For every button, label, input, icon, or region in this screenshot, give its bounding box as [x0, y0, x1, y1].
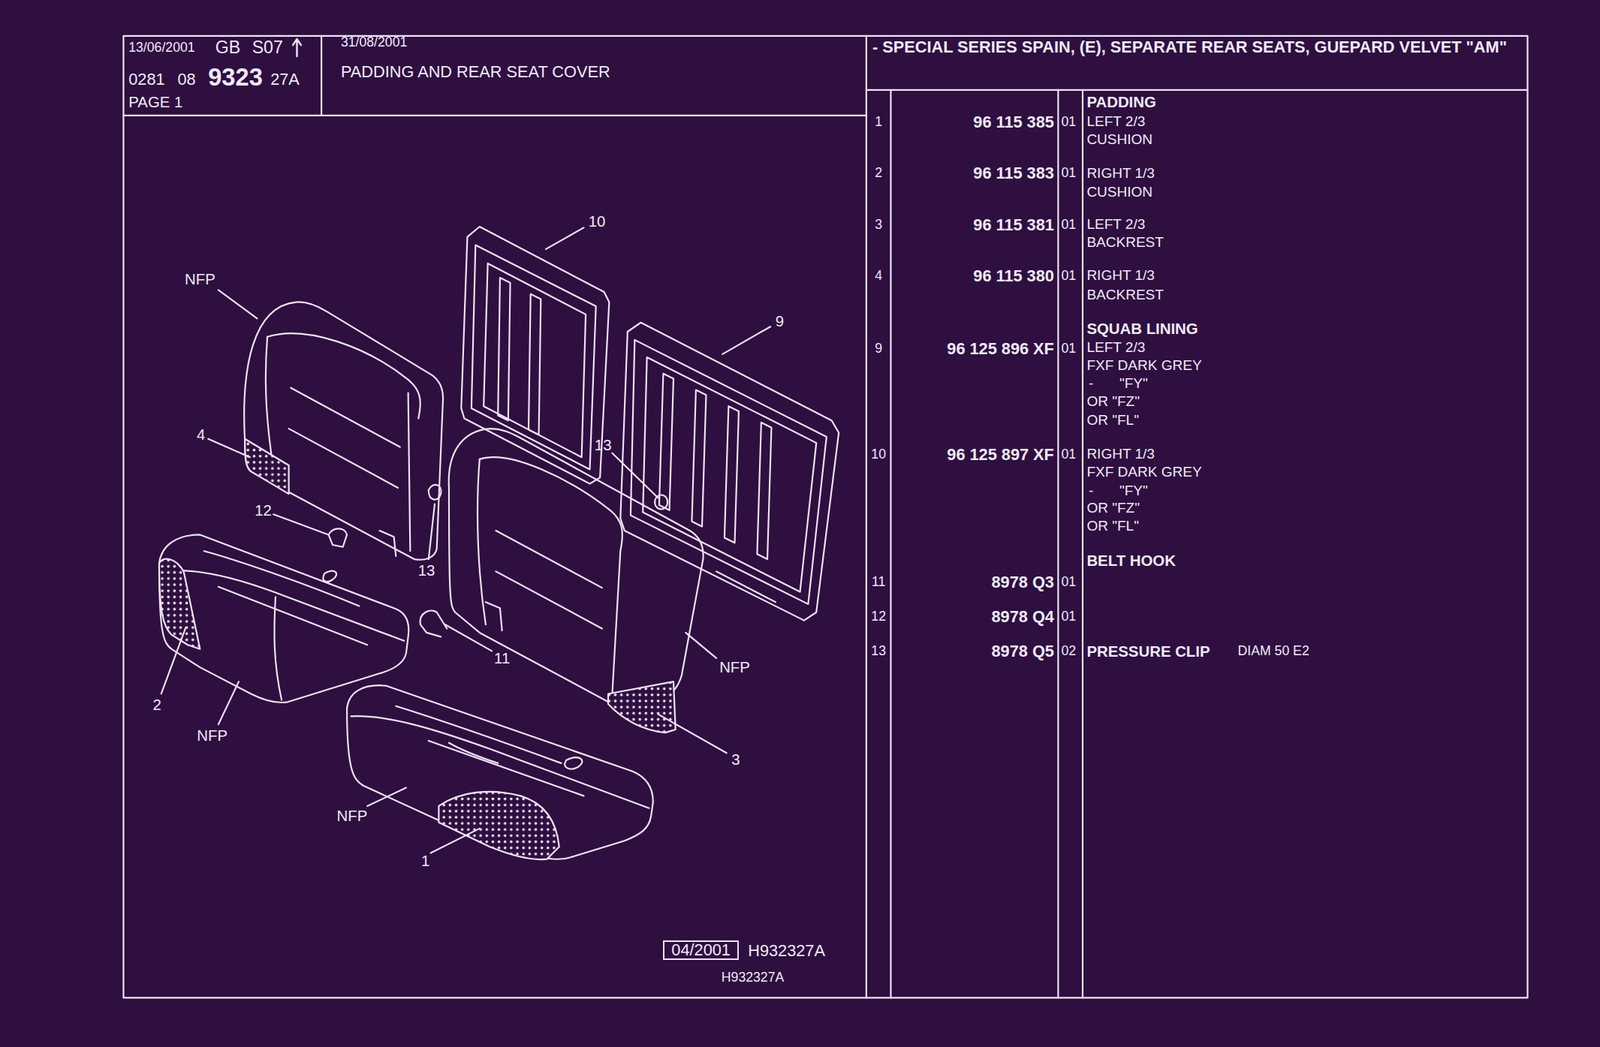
table-cell: 01 — [1060, 166, 1076, 181]
header-text: PAGE 1 — [128, 94, 183, 110]
table-cell: 4 — [874, 269, 883, 284]
table-cell: BACKREST — [1086, 235, 1164, 251]
table-cell: - — [1088, 376, 1094, 391]
table-cell: PRESSURE CLIP — [1086, 644, 1210, 660]
table-cell: "FY" — [1119, 483, 1149, 498]
page-frame — [123, 36, 1528, 999]
table-cell: FXF DARK GREY — [1086, 465, 1202, 480]
callout-label: 3 — [731, 752, 740, 768]
table-cell: 3 — [874, 219, 883, 233]
table-cell: PADDING — [1086, 94, 1156, 110]
table-cell: 9 — [874, 342, 883, 356]
callout-label: 12 — [254, 502, 272, 518]
table-cell: 96 125 896 XF — [946, 340, 1055, 358]
table-cell: OR "FZ" — [1086, 394, 1140, 410]
table-cell: 96 115 381 — [973, 216, 1055, 234]
table-cell: RIGHT 1/3 — [1086, 446, 1155, 462]
callout-label: NFP — [719, 659, 751, 675]
callout-label: 9 — [775, 313, 784, 329]
table-cell: 96 115 383 — [973, 165, 1055, 182]
table-cell: 01 — [1060, 115, 1076, 130]
table-cell: 10 — [870, 448, 886, 462]
table-cell: 01 — [1060, 342, 1076, 356]
header-text: 08 — [177, 71, 196, 88]
table-cell: 11 — [871, 575, 886, 590]
header-text: PADDING AND REAR SEAT COVER — [340, 64, 611, 82]
table-cell: BACKREST — [1086, 287, 1164, 302]
header-text: 04/2001 — [671, 942, 731, 959]
callout-label: 11 — [494, 650, 510, 666]
date-box: 04/2001 — [662, 940, 739, 961]
table-cell: CUSHION — [1086, 132, 1153, 148]
table-cell: RIGHT 1/3 — [1086, 268, 1155, 283]
table-cell: "FY" — [1119, 376, 1149, 391]
table-cell: 12 — [870, 610, 886, 624]
callout-label: 13 — [594, 436, 612, 452]
table-cell: 8978 Q3 — [991, 574, 1055, 591]
table-cell: 1 — [874, 115, 883, 130]
table-cell: BELT HOOK — [1086, 553, 1176, 569]
table-cell: DIAM 50 E2 — [1238, 645, 1310, 660]
table-cell: 8978 Q4 — [991, 608, 1055, 626]
callout-label: 2 — [153, 697, 162, 713]
table-cell: LEFT 2/3 — [1086, 216, 1146, 232]
table-cell: CUSHION — [1086, 184, 1153, 199]
figure-reference: H932327A — [747, 943, 826, 960]
header-cell: 13/06/2001 GB S07 0281 08 9323 27A PAGE 1 — [123, 36, 322, 116]
header-text: GB — [215, 39, 241, 57]
figure-reference: H932327A — [721, 971, 784, 986]
table-cell: LEFT 2/3 — [1086, 114, 1146, 129]
table-cell: SQUAB LINING — [1086, 320, 1198, 336]
table-cell: 96 115 385 — [973, 114, 1055, 131]
table-cell: 2 — [874, 166, 883, 181]
callout-label: 4 — [196, 427, 205, 443]
table-cell: 01 — [1060, 269, 1076, 284]
table-cell: OR "FZ" — [1086, 500, 1140, 516]
callout-label: 1 — [421, 853, 430, 869]
table-cell: - — [1088, 483, 1094, 498]
table-cell: 02 — [1060, 645, 1076, 660]
table-cell: 8978 Q5 — [991, 644, 1055, 661]
header-text: 27A — [270, 71, 300, 88]
callout-label: 10 — [588, 213, 606, 230]
table-cell: RIGHT 1/3 — [1086, 166, 1155, 181]
header-text: 31/08/2001 — [340, 36, 407, 50]
table-cell: 13 — [870, 645, 886, 660]
callout-label: 13 — [418, 563, 436, 579]
callout-label: NFP — [336, 808, 368, 824]
callout-label: NFP — [184, 271, 216, 287]
table-cell: 01 — [1060, 575, 1076, 590]
header-cell: 31/08/2001PADDING AND REAR SEAT COVER — [321, 36, 867, 116]
table-cell: OR "FL" — [1086, 519, 1139, 534]
table-cell: OR "FL" — [1086, 412, 1139, 428]
table-cell: 96 125 897 XF — [946, 446, 1055, 464]
table-cell: 96 115 380 — [973, 268, 1055, 285]
header-text: S07 — [252, 39, 284, 57]
table-cell: 01 — [1060, 448, 1076, 462]
header-cell: - SPECIAL SERIES SPAIN, (E), SEPARATE RE… — [866, 36, 1528, 91]
header-text: 9323 — [207, 65, 263, 91]
header-text: 13/06/2001 — [128, 41, 195, 55]
header-text: - SPECIAL SERIES SPAIN, (E), SEPARATE RE… — [872, 37, 1524, 57]
table-cell: LEFT 2/3 — [1086, 340, 1146, 356]
table-cell: 01 — [1060, 219, 1076, 233]
callout-label: NFP — [196, 728, 228, 744]
table-cell: 01 — [1060, 610, 1076, 624]
table-cell: FXF DARK GREY — [1086, 358, 1202, 373]
header-text: 0281 — [128, 71, 165, 88]
